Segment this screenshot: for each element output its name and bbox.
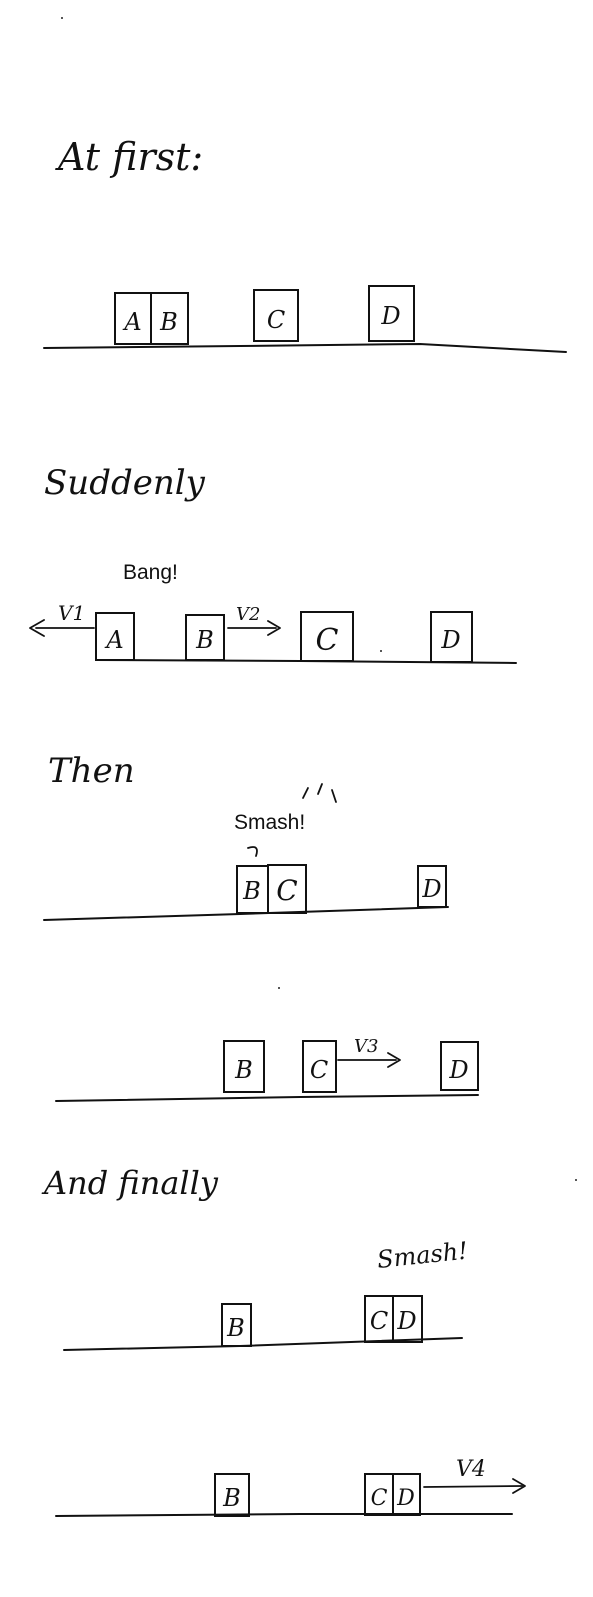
block-d: D bbox=[392, 1473, 421, 1516]
panel-at-first: At first: A B C D bbox=[43, 135, 567, 353]
smash-label: Smash! bbox=[376, 1237, 469, 1274]
svg-text:C: C bbox=[371, 1486, 388, 1511]
smash-label: Smash! bbox=[234, 811, 305, 834]
svg-text:D: D bbox=[440, 626, 460, 654]
ground-line bbox=[55, 1513, 513, 1517]
bang-label: Bang! bbox=[123, 561, 178, 584]
block-b: B bbox=[221, 1303, 252, 1347]
caption-and-finally: And finally bbox=[41, 1164, 219, 1202]
svg-text:D: D bbox=[396, 1486, 415, 1511]
block-d: D bbox=[430, 611, 473, 663]
svg-text:B: B bbox=[226, 1314, 245, 1342]
velocity-arrow-v1: V1 bbox=[29, 601, 95, 637]
stray-speck bbox=[380, 650, 382, 652]
block-b: B bbox=[214, 1473, 250, 1517]
block-a: A bbox=[114, 292, 152, 345]
velocity-arrow-v3: V3 bbox=[337, 1036, 401, 1068]
svg-text:C: C bbox=[316, 623, 339, 658]
panel-then: Then Smash! B C D bbox=[43, 751, 449, 921]
svg-text:D: D bbox=[396, 1307, 416, 1335]
svg-text:C: C bbox=[276, 874, 297, 907]
caption-at-first: At first: bbox=[55, 135, 203, 179]
svg-text:B: B bbox=[234, 1056, 253, 1084]
block-c: C bbox=[364, 1473, 394, 1516]
ground-line bbox=[63, 1337, 463, 1351]
stray-speck bbox=[278, 987, 280, 989]
block-c: C bbox=[300, 611, 354, 662]
panel-and-finally: And finally Smash! B C D bbox=[41, 1164, 469, 1351]
svg-text:V4: V4 bbox=[456, 1457, 486, 1482]
svg-text:C: C bbox=[267, 306, 285, 334]
panel-after-first-smash: B C D V3 bbox=[55, 1036, 479, 1102]
block-b: B bbox=[185, 614, 225, 661]
block-c: C bbox=[253, 289, 299, 342]
block-c: C bbox=[364, 1295, 394, 1343]
block-b: B bbox=[236, 865, 269, 914]
block-d: D bbox=[440, 1041, 479, 1091]
block-a: A bbox=[95, 612, 135, 661]
svg-text:C: C bbox=[370, 1307, 388, 1335]
svg-text:D: D bbox=[421, 875, 441, 903]
ground-line bbox=[55, 1094, 479, 1102]
stray-speck bbox=[575, 1179, 577, 1181]
svg-text:V1: V1 bbox=[58, 601, 85, 625]
svg-text:A: A bbox=[122, 308, 141, 336]
block-b: B bbox=[150, 292, 189, 345]
velocity-arrow-v2: V2 bbox=[227, 604, 281, 636]
block-d: D bbox=[392, 1295, 423, 1343]
block-d: D bbox=[368, 285, 415, 342]
panel-suddenly: Suddenly Bang! A B C D V1 V2 bbox=[29, 463, 517, 664]
velocity-arrow-v4: V4 bbox=[423, 1457, 526, 1494]
svg-text:B: B bbox=[242, 877, 261, 905]
caption-suddenly: Suddenly bbox=[44, 463, 206, 503]
svg-text:B: B bbox=[195, 626, 214, 654]
svg-text:D: D bbox=[448, 1056, 468, 1084]
impact-marks bbox=[302, 783, 337, 803]
svg-text:B: B bbox=[222, 1484, 241, 1512]
svg-text:A: A bbox=[104, 626, 123, 654]
block-c: C bbox=[302, 1040, 337, 1093]
svg-text:D: D bbox=[380, 302, 400, 330]
block-b: B bbox=[223, 1040, 265, 1093]
block-d: D bbox=[417, 865, 447, 908]
svg-text:C: C bbox=[310, 1056, 328, 1084]
ground-line bbox=[43, 342, 567, 353]
svg-text:V2: V2 bbox=[236, 604, 260, 625]
panel-final: B C D V4 bbox=[55, 1457, 526, 1517]
caption-then: Then bbox=[48, 751, 135, 791]
stray-speck bbox=[61, 17, 63, 19]
svg-text:B: B bbox=[159, 308, 178, 336]
block-c: C bbox=[267, 864, 307, 914]
impact-marks bbox=[247, 846, 258, 857]
svg-text:V3: V3 bbox=[354, 1036, 378, 1057]
